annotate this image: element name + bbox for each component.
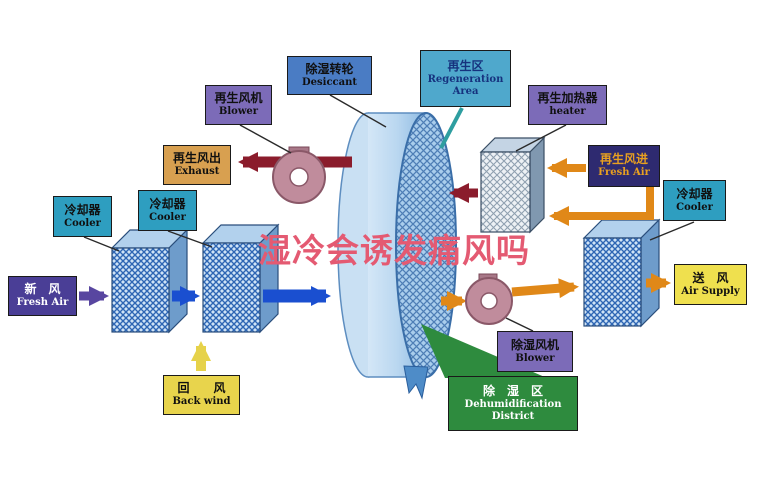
label-fresh-air-zh: 新 风 [24,282,61,297]
regen-heater-unit [479,136,546,234]
label-dehumid-blower: 除湿风机 Blower [497,331,573,372]
regen-blower-fan [272,146,326,204]
label-dehumid-blower-en: Blower [515,352,555,364]
label-cooler-left-outer: 冷却器 Cooler [53,196,112,237]
label-regen-fresh-air-en: Fresh Air [598,167,650,179]
cooler-left-outer-unit [110,228,189,334]
label-regen-heater: 再生加热器 heater [528,85,607,125]
label-cooler-left-inner: 冷却器 Cooler [138,190,197,231]
label-back-wind-zh: 回 风 [177,381,226,396]
label-desiccant: 除湿转轮 Desiccant [287,56,372,95]
wheel-drive-ribbon [403,365,429,400]
label-back-wind-en: Back wind [172,396,231,408]
label-cooler-left-inner-zh: 冷却器 [149,196,186,211]
dehumid-blower-fan [465,273,513,325]
label-exhaust-en: Exhaust [174,166,220,178]
label-regen-area: 再生区 Regeneration Area [420,50,511,107]
label-cooler-right-en: Cooler [676,201,713,213]
label-desiccant-zh: 除湿转轮 [305,61,354,76]
label-cooler-left-inner-en: Cooler [149,211,186,223]
label-regen-area-en: Regeneration Area [427,73,504,98]
label-dehumid-blower-zh: 除湿风机 [510,337,559,352]
label-fresh-air: 新 风 Fresh Air [8,276,77,316]
watermark-text: 湿冷会诱发痛风吗 [258,231,530,270]
label-regen-fresh-air-zh: 再生风进 [599,152,648,167]
leader-lines [83,94,695,332]
label-dehumid-district-zh: 除 湿 区 [482,383,543,398]
label-regen-area-zh: 再生区 [447,58,484,73]
desiccant-wheel [337,112,457,378]
label-exhaust: 再生风出 Exhaust [163,145,231,185]
label-cooler-right-zh: 冷却器 [676,186,713,201]
label-desiccant-en: Desiccant [301,76,357,88]
label-regen-blower: 再生风机 Blower [205,85,272,125]
label-air-supply-en: Air Supply [681,285,740,297]
label-cooler-right: 冷却器 Cooler [663,180,726,221]
label-air-supply-zh: 送 风 [692,270,729,285]
label-cooler-left-outer-en: Cooler [64,217,101,229]
label-cooler-left-outer-zh: 冷却器 [64,202,101,217]
label-air-supply: 送 风 Air Supply [674,264,747,305]
cooler-left-inner-unit [201,223,280,334]
label-regen-heater-zh: 再生加热器 [537,91,598,106]
label-dehumid-district-en: Dehumidification District [464,398,562,423]
label-fresh-air-en: Fresh Air [16,297,69,309]
label-exhaust-zh: 再生风出 [172,151,221,166]
label-regen-blower-zh: 再生风机 [214,91,263,106]
label-regen-heater-en: heater [549,106,586,118]
label-regen-fresh-air: 再生风进 Fresh Air [588,145,660,187]
label-dehumid-district: 除 湿 区 Dehumidification District [448,376,578,431]
label-back-wind: 回 风 Back wind [163,375,240,415]
label-regen-blower-en: Blower [218,106,259,118]
cooler-right-unit [582,218,661,328]
